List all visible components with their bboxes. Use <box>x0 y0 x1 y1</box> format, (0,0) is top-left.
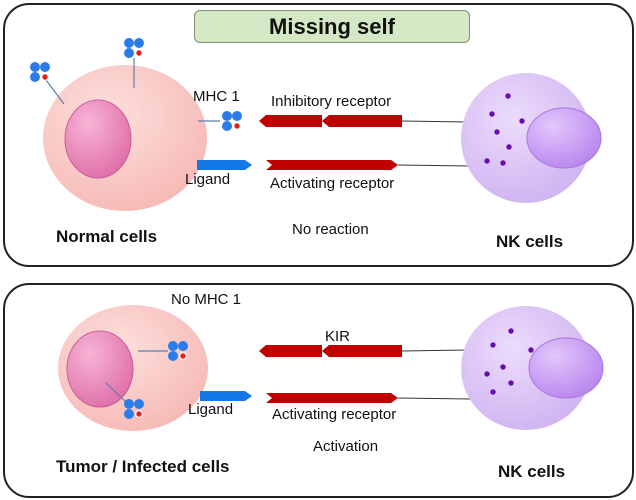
kir-label: KIR <box>325 328 351 345</box>
no-reaction-caption: No reaction <box>292 221 369 238</box>
normal-cell <box>43 65 207 211</box>
nk-cell <box>461 306 604 430</box>
tumor-infected-cells-caption: Tumor / Infected cells <box>56 457 230 476</box>
tumor-cell-nucleus <box>66 330 134 408</box>
ligand-shape <box>200 391 252 401</box>
activation-caption: Activation <box>313 438 379 455</box>
diagram-title: Missing self <box>194 10 470 43</box>
nk-cells-caption: NK cells <box>496 232 564 251</box>
activating-receptor-label: Activating receptor <box>270 175 395 192</box>
mhc-1-molecule <box>105 382 145 420</box>
nk-cells-caption: NK cells <box>498 462 566 481</box>
ligand-shape <box>197 160 252 170</box>
tumor-cell <box>58 305 208 431</box>
activating-receptor <box>266 393 471 403</box>
kir-receptor <box>259 345 467 357</box>
no-mhc-1-label: No MHC 1 <box>171 291 242 308</box>
nk-granules <box>484 93 525 166</box>
mhc-1-molecule <box>123 37 145 88</box>
mhc-1-molecule <box>29 61 65 105</box>
ligand-label: Ligand <box>188 401 234 418</box>
ligand-label: Ligand <box>185 171 231 188</box>
activating-receptor-label: Activating receptor <box>272 406 397 423</box>
mhc-1-molecule <box>198 110 243 132</box>
mhc-1-label: MHC 1 <box>193 88 240 105</box>
nk-cell-nucleus <box>528 337 604 399</box>
activating-receptor <box>266 160 471 170</box>
nk-cell <box>461 73 602 203</box>
inhibitory-receptor-label: Inhibitory receptor <box>271 93 392 110</box>
nk-granules <box>484 328 534 395</box>
inhibitory-receptor <box>259 115 469 127</box>
normal-cell-nucleus <box>64 99 132 179</box>
nk-cell-nucleus <box>526 107 602 169</box>
normal-cells-caption: Normal cells <box>56 227 158 246</box>
mhc-1-molecule <box>138 340 189 362</box>
